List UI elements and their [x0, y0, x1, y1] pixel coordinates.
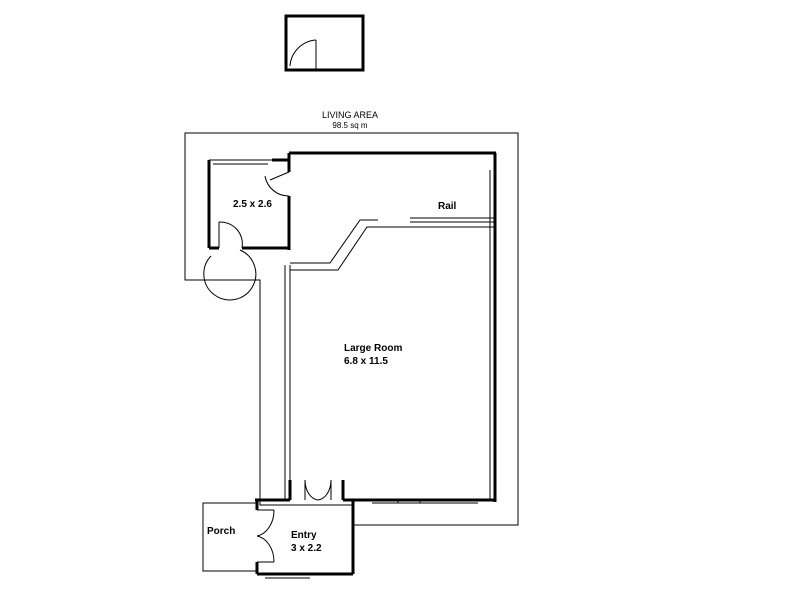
store-room-dims: 2.5 x 2.6 — [233, 199, 272, 210]
large-room-label: Large Room 6.8 x 11.5 — [344, 342, 402, 368]
porch-outline — [202, 502, 257, 572]
rail-partition — [290, 217, 495, 271]
store-room-walls — [203, 153, 291, 301]
living-area-title: LIVING AREA — [321, 110, 379, 120]
large-room-dims: 6.8 x 11.5 — [344, 356, 388, 367]
large-room-walls — [284, 151, 497, 504]
living-area-outline — [184, 132, 519, 526]
porch-label: Porch — [207, 526, 236, 537]
entry-label: Entry 3 x 2.2 — [291, 529, 322, 555]
entry-name: Entry — [291, 530, 317, 541]
living-area-size: 98.5 sq m — [332, 121, 368, 130]
large-room-name: Large Room — [344, 343, 403, 354]
entry-dims: 3 x 2.2 — [291, 543, 322, 554]
outbuilding — [284, 14, 365, 72]
entry-walls — [255, 498, 355, 579]
rail-label: Rail — [438, 201, 457, 212]
